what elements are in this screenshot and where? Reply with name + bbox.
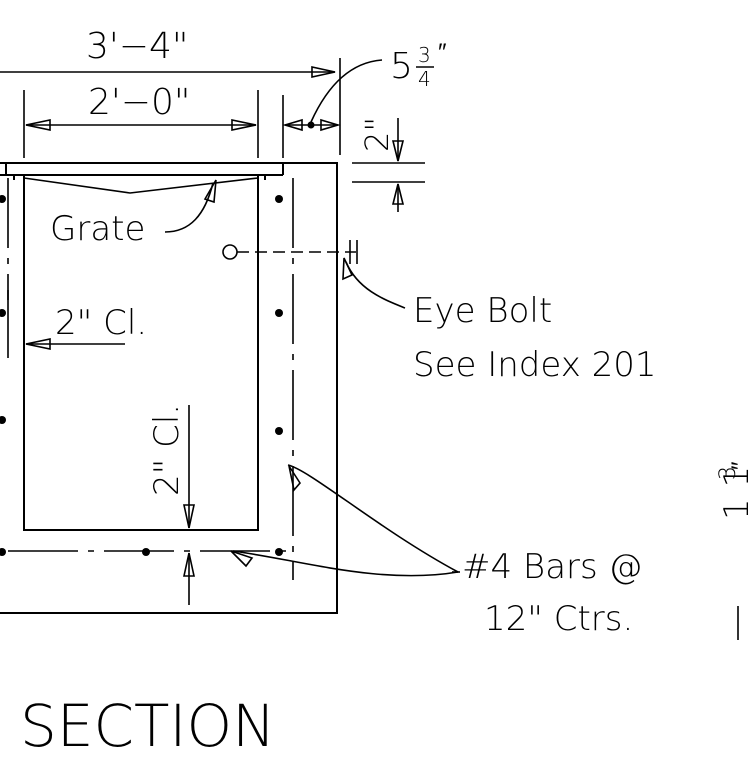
clearance-side-text: 2" Cl.	[55, 303, 147, 343]
bar-dot	[275, 427, 283, 435]
grate	[0, 162, 284, 194]
dim-inner-width-text: 2'−0"	[88, 82, 190, 123]
bar-dots	[0, 195, 283, 556]
dim-right-partial-num: 3	[716, 466, 741, 480]
dim-wall-offset-whole: 5	[390, 46, 413, 87]
dim-overall-width: 3'−4"	[0, 26, 341, 155]
bar-dot	[0, 195, 6, 203]
bar-dot	[0, 416, 6, 424]
dim-grate-thickness-text: 2"	[358, 117, 396, 152]
bar-dot	[142, 548, 150, 556]
eye-bolt: Eye Bolt See Index 201	[222, 240, 657, 385]
section-title: SECTION	[20, 692, 276, 760]
bar-dot	[275, 195, 283, 203]
clearance-side: 2" Cl.	[7, 290, 147, 358]
dim-grate-thickness: 2"	[352, 117, 425, 212]
dim-wall-offset-num: 3	[418, 43, 431, 67]
dim-right-partial-text: 1 1	[717, 466, 751, 520]
dim-wall-offset-den: 4	[418, 67, 431, 91]
dim-wall-offset: 5 3 4 ″	[282, 38, 447, 158]
eye-bolt-line1: Eye Bolt	[413, 291, 552, 331]
grate-label: Grate	[50, 179, 217, 249]
bar-dot	[0, 548, 6, 556]
bars-line2: 12" Ctrs.	[484, 599, 633, 639]
bars-callout: #4 Bars @ 12" Ctrs.	[230, 464, 643, 639]
dim-right-partial-unit: ″	[726, 461, 751, 470]
inner-chamber	[23, 175, 259, 531]
eye-bolt-line2: See Index 201	[413, 345, 657, 385]
bar-dot	[275, 548, 283, 556]
dim-overall-width-text: 3'−4"	[86, 26, 188, 67]
dim-wall-offset-unit: ″	[438, 38, 447, 66]
clearance-bottom: 2" Cl.	[147, 404, 195, 605]
bar-dot	[0, 309, 6, 317]
grate-text: Grate	[50, 209, 145, 249]
dim-right-partial: 1 1 3 ″	[716, 461, 751, 640]
dim-inner-width: 2'−0"	[23, 82, 259, 158]
clearance-bottom-text: 2" Cl.	[147, 404, 187, 496]
bars-line1: #4 Bars @	[462, 547, 643, 587]
bar-dot	[275, 309, 283, 317]
